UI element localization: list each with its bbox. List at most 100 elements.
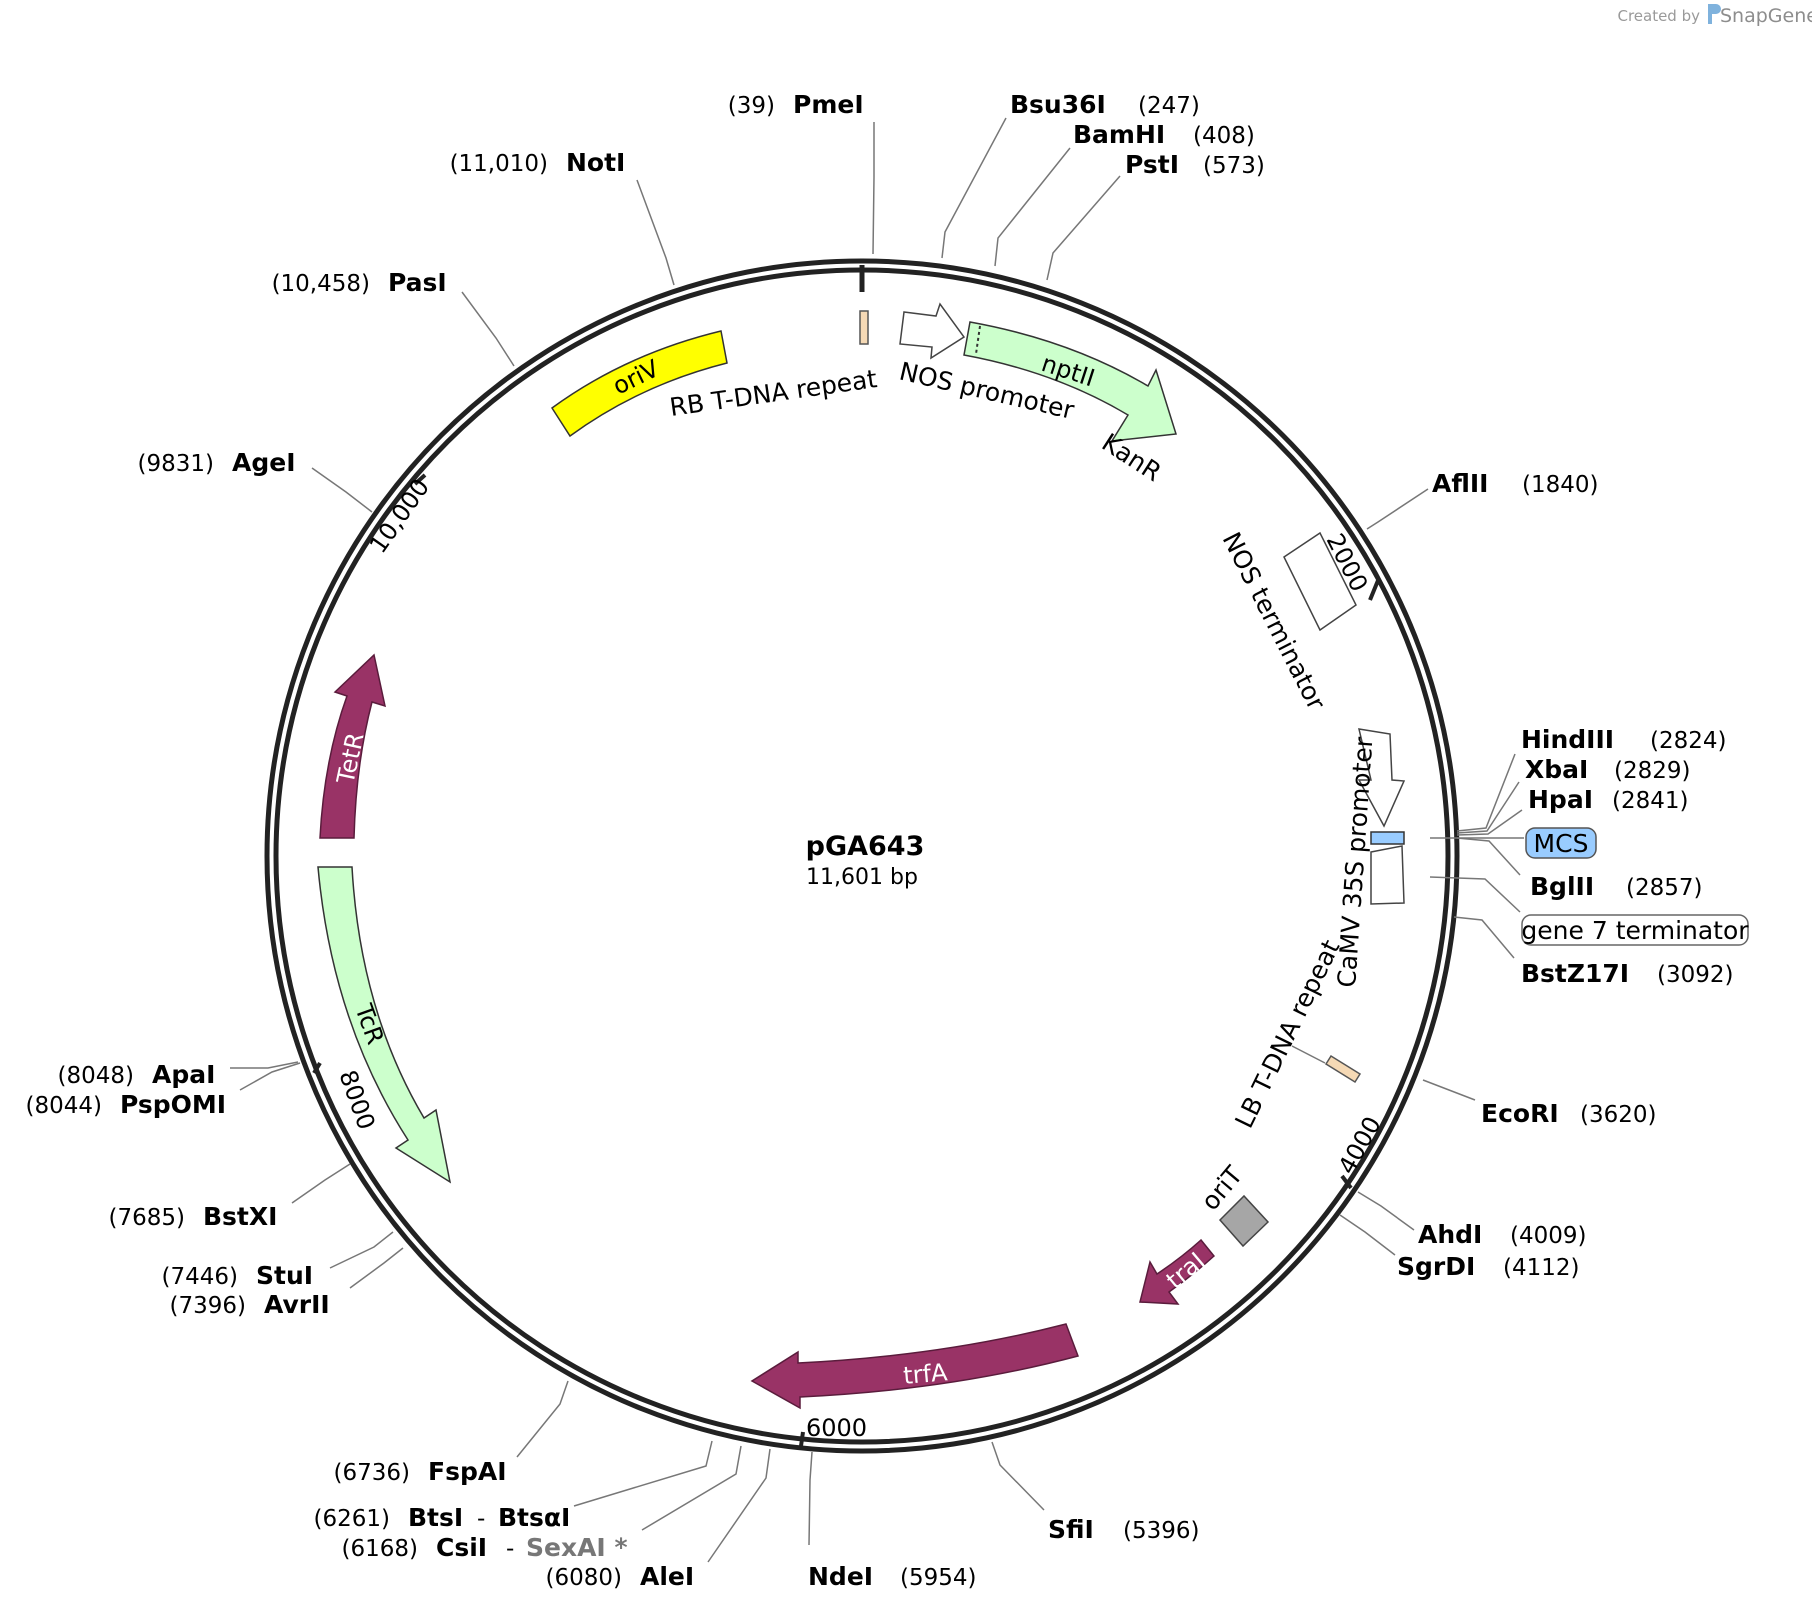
site-name-NotI: NotI: [566, 148, 625, 177]
site-NotI[interactable]: (11,010) NotI: [450, 148, 675, 286]
site-Bsu36I[interactable]: Bsu36I (247): [941, 90, 1200, 259]
site-name-XbaI: XbaI: [1525, 755, 1588, 784]
site-StuI[interactable]: (7446) StuI: [162, 1231, 394, 1290]
site-name-AvrII: AvrII: [264, 1290, 330, 1319]
site-FspAI[interactable]: (6736) FspAI: [334, 1380, 569, 1486]
site-BstXI[interactable]: (7685) BstXI: [109, 1163, 351, 1231]
site-AhdI[interactable]: AhdI (4009): [1357, 1191, 1586, 1249]
site-PmeI[interactable]: (39) PmeI: [728, 90, 875, 255]
site-name-BglII: BglII: [1530, 872, 1594, 901]
feature-traJ[interactable]: traJ: [1139, 1238, 1216, 1305]
snapgene-credit: Created by SnapGene: [1617, 4, 1812, 27]
site-name-Bsu36I: Bsu36I: [1010, 90, 1106, 119]
feature-TetR[interactable]: TetR: [319, 653, 387, 839]
site-BglII[interactable]: BglII (2857): [1456, 837, 1702, 901]
site-PspOMI[interactable]: (8044) PspOMI: [26, 1062, 301, 1119]
site-pos-PasI: (10,458): [272, 271, 370, 297]
feature-label-lb-tdna-repeat: LB T-DNA repeat: [1229, 935, 1345, 1133]
site-pos-PmeI: (39): [728, 93, 775, 119]
credit-brand: SnapGene: [1720, 5, 1812, 27]
site-pos-AflII: (1840): [1522, 472, 1598, 498]
feature-mcs-block[interactable]: [1370, 831, 1405, 845]
site-AflII[interactable]: AflII (1840): [1366, 469, 1598, 530]
site-name-AleI: AleI: [640, 1562, 694, 1591]
site-pos-NotI: (11,010): [450, 151, 548, 177]
plasmid-name: pGA643: [806, 831, 925, 862]
site-pos-EcoRI: (3620): [1580, 1102, 1656, 1128]
site-sep-BtsI: -: [477, 1506, 485, 1532]
site-pos-Bsu36I: (247): [1138, 93, 1200, 119]
restriction-sites: (39) PmeI Bsu36I (247) BamHI (408) PstI …: [26, 90, 1750, 1591]
site-name-BstXI: BstXI: [203, 1202, 277, 1231]
site-pos-PstI: (573): [1203, 153, 1265, 179]
site-name-StuI: StuI: [256, 1261, 313, 1290]
plasmid-size: 11,601 bp: [806, 865, 918, 890]
tick-6000: [799, 1431, 805, 1447]
site-pos-BstXI: (7685): [109, 1205, 185, 1231]
site-name-HindIII: HindIII: [1521, 725, 1614, 754]
site-name-PspOMI: PspOMI: [120, 1090, 226, 1119]
site-name-AflII: AflII: [1432, 469, 1488, 498]
site-name-PstI: PstI: [1125, 150, 1179, 179]
site-name-BstZ17I: BstZ17I: [1521, 959, 1629, 988]
feature-oriT[interactable]: oriT: [1195, 1160, 1270, 1248]
length-ticks: 2000 4000 6000 8000 10,000: [312, 473, 1387, 1447]
site-HpaI[interactable]: HpaI (2841): [1456, 785, 1688, 836]
site-PstI[interactable]: PstI (573): [1046, 150, 1265, 281]
site-XbaI[interactable]: XbaI (2829): [1456, 755, 1690, 834]
site-pos-BamHI: (408): [1193, 123, 1255, 149]
site-CsiI[interactable]: (6168) CsiI - SexAI *: [342, 1445, 742, 1562]
site-pos-BtsI: (6261): [314, 1506, 390, 1532]
site-name-PmeI: PmeI: [793, 90, 864, 119]
site-name-BtsI: BtsI: [408, 1503, 463, 1532]
tick-10000: [413, 473, 427, 486]
site-pos-SgrDI: (4112): [1503, 1255, 1579, 1281]
site-SfiI[interactable]: SfiI (5396): [991, 1441, 1199, 1544]
feature-trfA[interactable]: trfA: [750, 1323, 1079, 1410]
tick-8000: [312, 1061, 322, 1075]
site-name-EcoRI: EcoRI: [1481, 1099, 1559, 1128]
site-gene7-terminator[interactable]: gene 7 terminator: [1429, 876, 1749, 946]
site-sep-CsiI: -: [506, 1536, 514, 1562]
site-BtsI[interactable]: (6261) BtsI - BtsαI: [314, 1440, 713, 1532]
site-NdeI[interactable]: NdeI (5954): [808, 1451, 976, 1591]
feature-label-trfA: trfA: [902, 1358, 949, 1390]
feature-label-rb-tdna-repeat: RB T-DNA repeat: [668, 364, 879, 422]
site-EcoRI[interactable]: EcoRI (3620): [1422, 1079, 1656, 1128]
credit-prefix: Created by: [1617, 7, 1700, 25]
site-pos-SfiI: (5396): [1123, 1518, 1199, 1544]
site-pos-CsiI: (6168): [342, 1536, 418, 1562]
site-pos-PspOMI: (8044): [26, 1093, 102, 1119]
site-HindIII[interactable]: HindIII (2824): [1456, 725, 1726, 832]
site-pos-FspAI: (6736): [334, 1460, 410, 1486]
site-name-FspAI: FspAI: [428, 1457, 507, 1486]
feature-gene7-terminator[interactable]: [1370, 845, 1405, 905]
tick-4000: [1340, 1174, 1353, 1190]
site-name-HpaI: HpaI: [1528, 785, 1593, 814]
site-name-MCS: MCS: [1534, 829, 1589, 858]
site-AgeI[interactable]: (9831) AgeI: [138, 448, 373, 513]
backbone: [264, 258, 1460, 1454]
tick-label-6000: 6000: [806, 1414, 867, 1442]
site-pos-NdeI: (5954): [900, 1565, 976, 1591]
site-pos-HpaI: (2841): [1612, 788, 1688, 814]
site-pos-AleI: (6080): [546, 1565, 622, 1591]
tick-label-4000: 4000: [1333, 1112, 1387, 1179]
site-BamHI[interactable]: BamHI (408): [994, 120, 1255, 267]
feature-oriV[interactable]: oriV: [550, 330, 728, 438]
site-pos-BstZ17I: (3092): [1657, 962, 1733, 988]
site-SgrDI[interactable]: SgrDI (4112): [1339, 1214, 1579, 1281]
site-name-SgrDI: SgrDI: [1397, 1252, 1475, 1281]
site-pos-StuI: (7446): [162, 1264, 238, 1290]
site-name-gene7-terminator: gene 7 terminator: [1521, 916, 1749, 945]
site-AvrII[interactable]: (7396) AvrII: [170, 1247, 404, 1319]
site-pos-BglII: (2857): [1626, 875, 1702, 901]
site-PasI[interactable]: (10,458) PasI: [272, 268, 515, 367]
site-ApaI[interactable]: (8048) ApaI: [58, 1060, 299, 1089]
site-MCS[interactable]: MCS: [1430, 827, 1597, 859]
site-name-NdeI: NdeI: [808, 1562, 873, 1591]
site-name-AgeI: AgeI: [232, 448, 296, 477]
site-BstZ17I[interactable]: BstZ17I (3092): [1453, 916, 1733, 988]
site-AleI[interactable]: (6080) AleI: [546, 1448, 771, 1591]
